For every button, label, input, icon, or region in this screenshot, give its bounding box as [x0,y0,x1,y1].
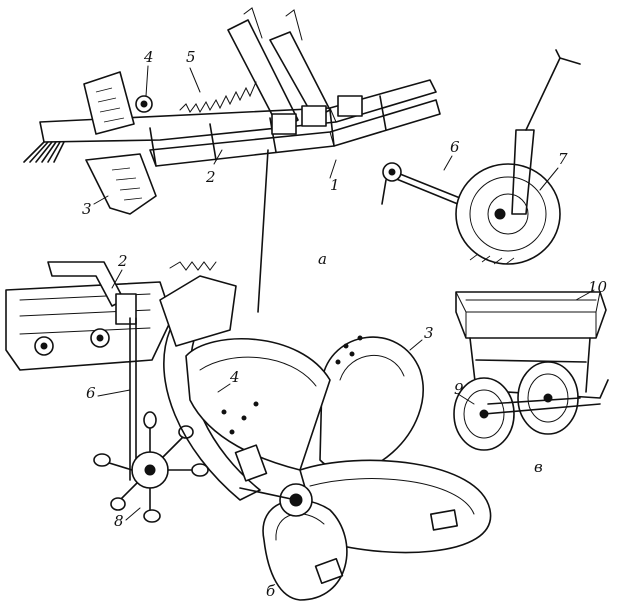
callout-v-10: 10 [588,278,608,296]
callout-a-4: 4 [144,48,154,66]
callout-a-6: 6 [450,138,460,156]
callout-b-8: 8 [114,512,124,530]
clamp-box-2 [301,105,327,127]
disc-3 [319,335,424,473]
clamp-2 [115,293,137,325]
wheel-strut [511,129,535,215]
side-frame [5,281,173,371]
view-letter-a: а [318,250,327,268]
mast-springs [243,7,303,41]
callout-a-2: 2 [206,168,216,186]
hitch-mast [227,19,331,131]
callout-a-7: 7 [558,150,568,168]
callout-b-4: 4 [230,368,240,386]
rod-6 [129,317,137,481]
clamp-box-1 [271,113,297,135]
wheel-7 [455,163,561,265]
top-plate [159,275,237,347]
disc-4 [185,337,331,471]
assembly-b [5,261,492,601]
spring-5 [179,81,257,114]
callout-b-3: 3 [424,324,434,342]
handwheel-8 [93,411,209,523]
disc-left-lower [262,499,348,601]
view-letter-v: в [534,458,543,476]
frame-cross-bars [149,95,387,167]
assembly-a [23,7,581,313]
side-plate [83,71,135,135]
view-letter-b: б [266,582,276,600]
assembly-v [453,291,609,451]
post-2 [47,261,125,307]
callout-b-6: 6 [86,384,96,402]
callout-a-5: 5 [186,48,196,66]
callout-b-2: 2 [118,252,128,270]
disc-lower [299,459,492,554]
leader-lines [93,65,595,521]
callout-a-1: 1 [330,176,340,194]
callout-v-9: 9 [454,380,464,398]
depth-screw-handle [525,49,581,131]
hopper-10 [455,291,607,339]
harrow-teeth [23,141,65,163]
hopper-frame [469,337,609,399]
coulter-body-3 [85,153,157,215]
support-leg [257,149,269,313]
callout-a-3: 3 [82,200,92,218]
clamp-box-3 [337,95,363,117]
